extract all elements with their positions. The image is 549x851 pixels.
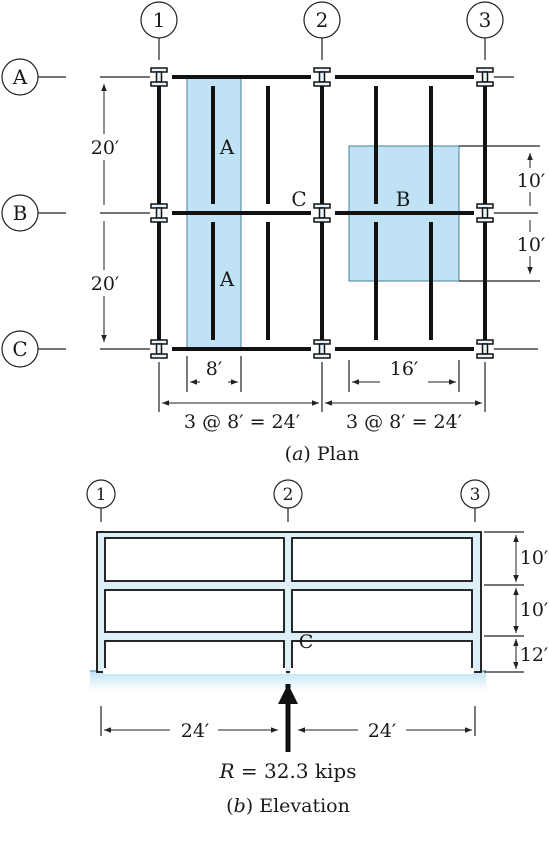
elev-bubble-1-label: 1	[96, 485, 107, 505]
grid-bubble-3-label: 3	[479, 8, 492, 32]
grid-bubble-c-label: C	[12, 337, 27, 361]
area-a-label-top: A	[219, 135, 235, 159]
dim-trib-bottom: 10′	[517, 234, 546, 256]
dim-bay-top: 20′	[91, 137, 120, 159]
dim-spans: 3 @ 8′ = 24′ 3 @ 8′ = 24′	[158, 362, 486, 433]
grid-bubble-1	[140, 1, 178, 39]
column-1a	[150, 67, 168, 87]
grid-bubble-1-label: 1	[153, 8, 166, 32]
dim-story-2: 10′	[520, 599, 549, 621]
column-2a	[313, 67, 331, 87]
ground	[90, 671, 486, 691]
caption-plan: (a) Plan	[285, 443, 360, 465]
elevation-view: 1 2 3 C	[86, 479, 549, 817]
plan-floor-beams	[211, 86, 433, 340]
dim-width-b: 16′	[390, 358, 419, 380]
dim-span-right: 3 @ 8′ = 24′	[346, 411, 462, 433]
dim-story-1: 10′	[520, 547, 549, 569]
elev-column-c-label: C	[299, 631, 314, 653]
grid-bubble-2	[303, 1, 341, 39]
elev-bubble-3-label: 3	[470, 485, 481, 505]
caption-elevation: (b) Elevation	[226, 795, 350, 817]
elevation-frame	[96, 531, 482, 674]
column-2c	[313, 339, 331, 359]
dim-bay-bottom: 20′	[91, 273, 120, 295]
dim-story-3: 12′	[520, 644, 549, 666]
column-3c	[476, 339, 494, 359]
dim-elev-span-left: 24′	[181, 720, 210, 742]
column-c-label: C	[291, 187, 306, 211]
grid-bubble-b-label: B	[13, 201, 28, 225]
elev-bubble-2-label: 2	[283, 485, 294, 505]
plan-row-bubbles: A B C	[1, 58, 538, 368]
grid-bubble-2-label: 2	[316, 8, 329, 32]
column-1b	[150, 203, 168, 223]
dim-left-bays: 20′ 20′	[88, 84, 122, 342]
dim-span-left: 3 @ 8′ = 24′	[184, 411, 300, 433]
dim-stories: 10′ 10′ 12′	[484, 531, 549, 673]
dim-width-a: 8′	[206, 358, 222, 380]
area-a-label-bottom: A	[219, 267, 235, 291]
dim-elev-span-right: 24′	[368, 720, 397, 742]
elevation-column-bubbles: 1 2 3	[86, 479, 490, 522]
plan-column-bubbles: 1 2 3	[140, 1, 504, 60]
dim-widths: 8′ 16′	[186, 356, 460, 392]
area-b-label: B	[396, 187, 411, 211]
column-3b	[476, 203, 494, 223]
dim-elev-spans: 24′ 24′	[100, 706, 476, 742]
grid-bubble-3	[466, 1, 504, 39]
column-1c	[150, 339, 168, 359]
plan-columns	[150, 67, 494, 359]
dim-trib-top: 10′	[517, 170, 546, 192]
grid-bubble-a-label: A	[12, 65, 28, 89]
dim-right-tributary: 10′ 10′	[459, 145, 548, 282]
reaction-label: R = 32.3 kips	[218, 759, 356, 783]
plan-view: 1 2 3 A B C	[1, 1, 548, 465]
column-3a	[476, 67, 494, 87]
column-2b	[313, 203, 331, 223]
